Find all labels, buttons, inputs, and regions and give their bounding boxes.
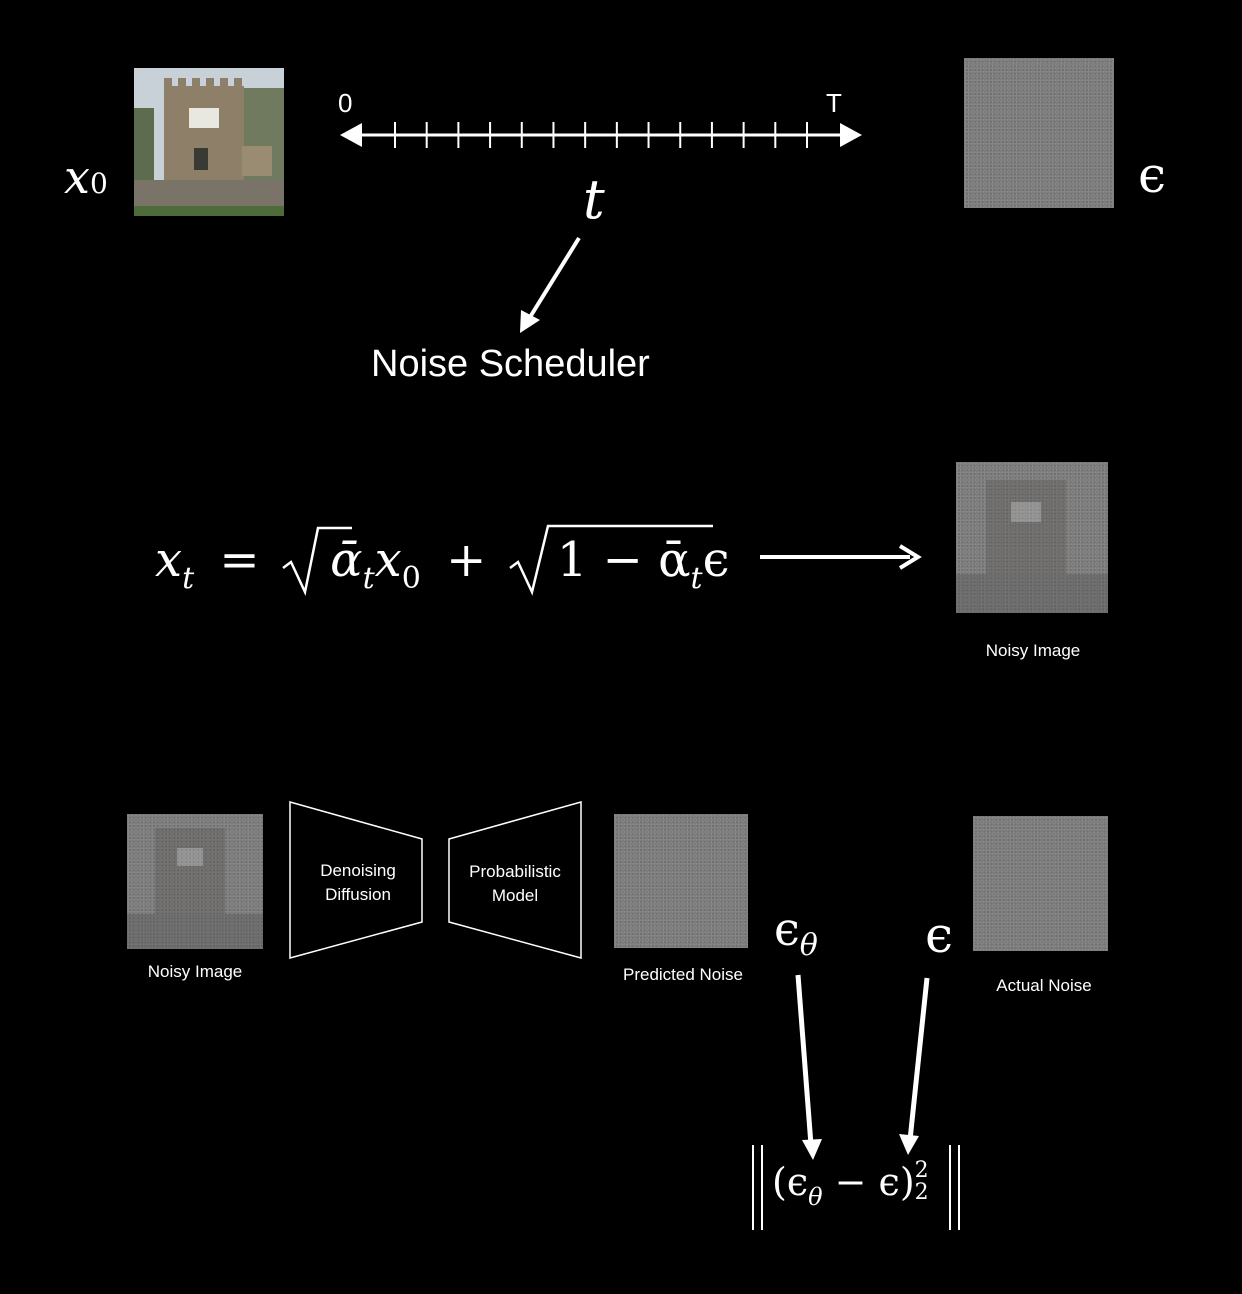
epsilon-symbol: ϵ (1138, 146, 1167, 204)
noisy-image-bottom (127, 814, 263, 949)
eps-theta-to-loss-arrow (795, 974, 814, 1146)
eq-epsilon: ϵ (702, 532, 730, 588)
predicted-noise-image (614, 814, 748, 948)
encoder-label-line2: Diffusion (325, 885, 391, 904)
sqrt-radical-1 (282, 526, 352, 596)
eq-x0-sub: 0 (401, 561, 421, 596)
t-to-scheduler-arrow (525, 236, 581, 324)
eq-equals: = (219, 532, 260, 588)
eq-xt: x (155, 532, 183, 588)
loss-theta-sub: θ (808, 1183, 823, 1211)
decoder-label-line2: Model (491, 886, 539, 905)
timeline-left-arrowhead (340, 123, 362, 147)
noisy-castle-ghost-bottom (127, 828, 263, 949)
clean-image-x0 (134, 68, 284, 216)
timeline-ticks (394, 122, 808, 148)
eq-plus: + (446, 532, 487, 588)
noisy-image-caption-bottom: Noisy Image (147, 962, 243, 981)
timeline-right-arrowhead (840, 123, 862, 147)
decoder-label-line1: Probabilistic (469, 862, 561, 881)
timeline-end-label: T (826, 88, 842, 118)
eps-theta-symbol: ϵθ (774, 902, 818, 963)
eps-arrowhead (899, 1134, 919, 1155)
eps-theta-arrowhead (802, 1139, 822, 1160)
eq-alpha-bar-1-sub: t (362, 561, 375, 596)
loss-minus-eps: − ϵ) (822, 1160, 915, 1204)
predicted-noise-caption: Predicted Noise (622, 965, 743, 984)
eq-x0: x (374, 532, 402, 588)
loss-open: (ϵ (772, 1160, 809, 1204)
x0-subscript: 0 (89, 167, 108, 200)
t-symbol: t (583, 168, 605, 231)
decoder-trapezoid (448, 801, 582, 959)
loss-subscript: 2 (914, 1179, 929, 1205)
x0-letter: x (64, 150, 90, 204)
eps-theta-letter: ϵ (774, 902, 800, 956)
eps-to-loss-arrow (907, 977, 930, 1141)
forward-equation: xt = ᾱtx0 + 1 − ᾱtϵ (155, 532, 730, 596)
eq-alpha-bar-1: ᾱ (330, 532, 363, 588)
actual-noise-caption: Actual Noise (996, 976, 1092, 995)
encoder-label: Denoising Diffusion (298, 859, 418, 907)
noise-scheduler-label: Noise Scheduler (371, 343, 650, 385)
eps-actual-symbol: ϵ (925, 906, 954, 964)
decoder-label: Probabilistic Model (453, 860, 577, 908)
timeline-start-label: 0 (338, 88, 353, 118)
noisy-image-middle (956, 462, 1108, 613)
noisy-castle-ghost (956, 480, 1108, 613)
loss-superscript: 2 (914, 1157, 929, 1183)
x0-symbol: x0 (64, 150, 108, 204)
noisy-image-caption-middle: Noisy Image (985, 641, 1081, 660)
t-to-scheduler-arrowhead (520, 310, 540, 333)
eq-one-minus-alpha-bar: 1 − ᾱ (556, 532, 691, 588)
eps-theta-subscript: θ (799, 928, 818, 963)
encoder-label-line1: Denoising (320, 861, 396, 880)
sqrt-radical-2 (509, 524, 713, 596)
encoder-trapezoid (289, 801, 423, 959)
norm-bars (752, 1145, 960, 1230)
eq-alpha-bar-2-sub: t (690, 561, 703, 596)
actual-noise-image (973, 816, 1108, 951)
equation-arrowhead (898, 544, 922, 570)
pure-noise-image (964, 58, 1114, 208)
castle-picture (134, 68, 284, 216)
eq-xt-sub: t (182, 561, 195, 596)
